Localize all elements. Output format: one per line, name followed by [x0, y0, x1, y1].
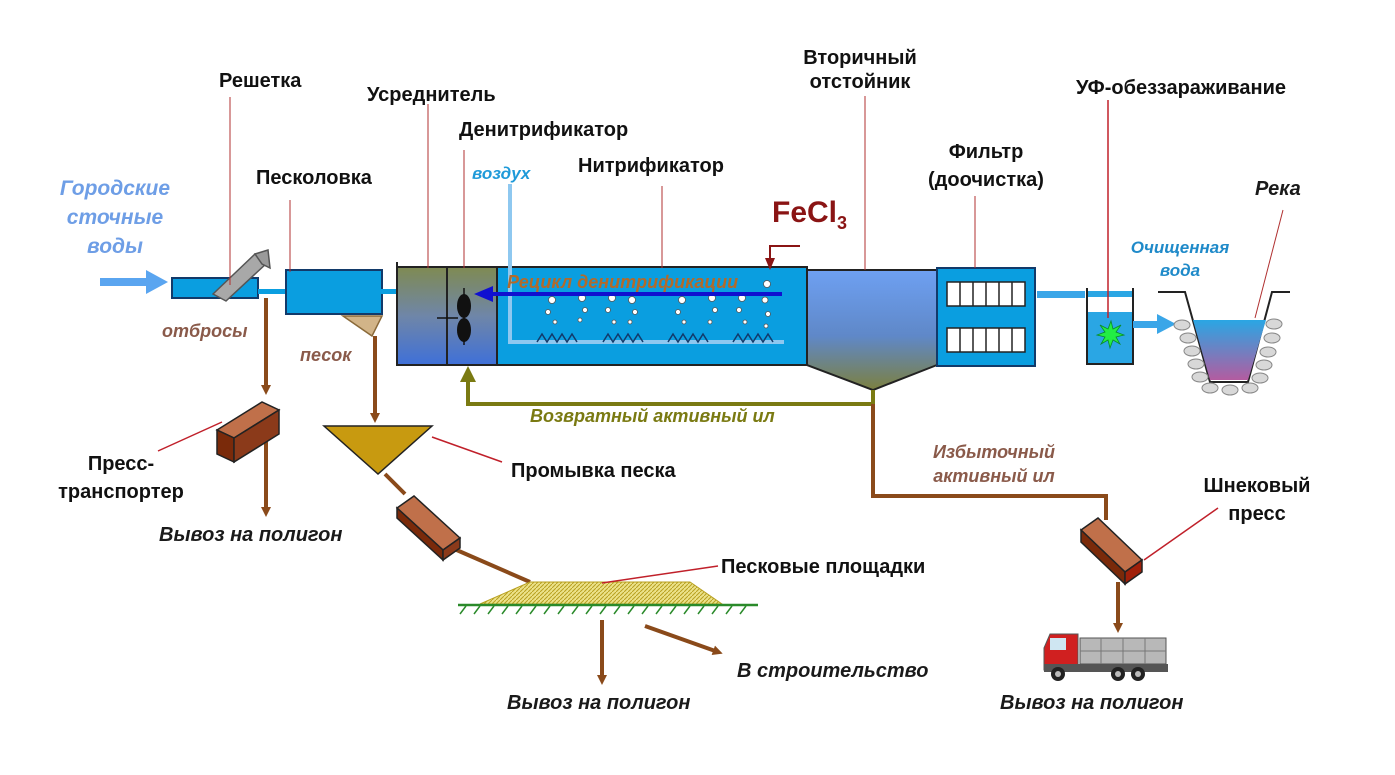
sand-flow [370, 336, 723, 685]
return-sludge-label: Возвратный активный ил [530, 406, 775, 426]
construction-label: В строительство [737, 660, 929, 682]
secondary-settler [806, 269, 938, 392]
label-pointers [157, 96, 1284, 584]
screw-press-block [1079, 517, 1144, 586]
river-label: Река [1255, 178, 1301, 200]
fecl3-subscript: 3 [837, 213, 848, 233]
truck-icon [1043, 633, 1168, 681]
denitrifier-label: Денитрификатор [459, 119, 629, 141]
press-conveyor-block [215, 401, 281, 464]
nitrifier-label: Нитрификатор [578, 155, 724, 177]
cleaned-water-label: Очищенная вода [1130, 238, 1230, 280]
excess-sludge-line [871, 404, 1123, 633]
inflow-arrow [100, 270, 168, 294]
sand-trap-label: Песколовка [256, 167, 372, 189]
sand-beds-label: Песковые площадки [721, 556, 926, 578]
filter-unit [936, 267, 1085, 367]
screw-press-label: Шнековый пресс [1203, 475, 1311, 525]
inflow-label-text: Городские сточные воды [59, 177, 171, 258]
nitrifier-tank [474, 184, 808, 366]
grate-unit [171, 249, 286, 302]
grate-label: Решетка [219, 70, 302, 92]
filter-label: Фильтр (доочистка) [928, 141, 1044, 191]
equalizer-tank [396, 262, 448, 366]
landfill-label-2: Вывоз на полигон [507, 692, 691, 714]
screenings-label: отбросы [162, 321, 248, 341]
sand-label: песок [300, 345, 352, 365]
fecl3-label: FeCl3 [772, 196, 847, 234]
press-conveyor-label: Пресс-транспортер [58, 453, 184, 503]
equalizer-label: Усреднитель [367, 84, 496, 106]
sand-beds [458, 581, 758, 615]
fecl3-dosing-arrow [765, 245, 800, 270]
river [1158, 291, 1290, 396]
return-sludge-line [460, 366, 875, 406]
sand-conveyor-block [395, 495, 462, 562]
fecl3-main: FeCl [772, 196, 838, 229]
sand-wash-funnel [322, 425, 434, 476]
inflow-label: Городские сточные воды [50, 174, 180, 261]
uv-unit [1086, 288, 1176, 365]
air-label: воздух [472, 164, 531, 183]
landfill-label-1: Вывоз на полигон [159, 524, 343, 546]
uv-label: УФ-обеззараживание [1076, 77, 1287, 99]
sand-wash-label: Промывка песка [511, 460, 676, 482]
denitrifier-tank [437, 266, 498, 366]
excess-sludge-label: Избыточный активный ил [932, 442, 1055, 486]
landfill-label-3: Вывоз на полигон [1000, 692, 1184, 714]
recycle-label: Рецикл денитрификации [507, 272, 739, 292]
secondary-settler-label: Вторичный отстойник [803, 47, 917, 93]
sand-trap-unit [285, 269, 398, 338]
